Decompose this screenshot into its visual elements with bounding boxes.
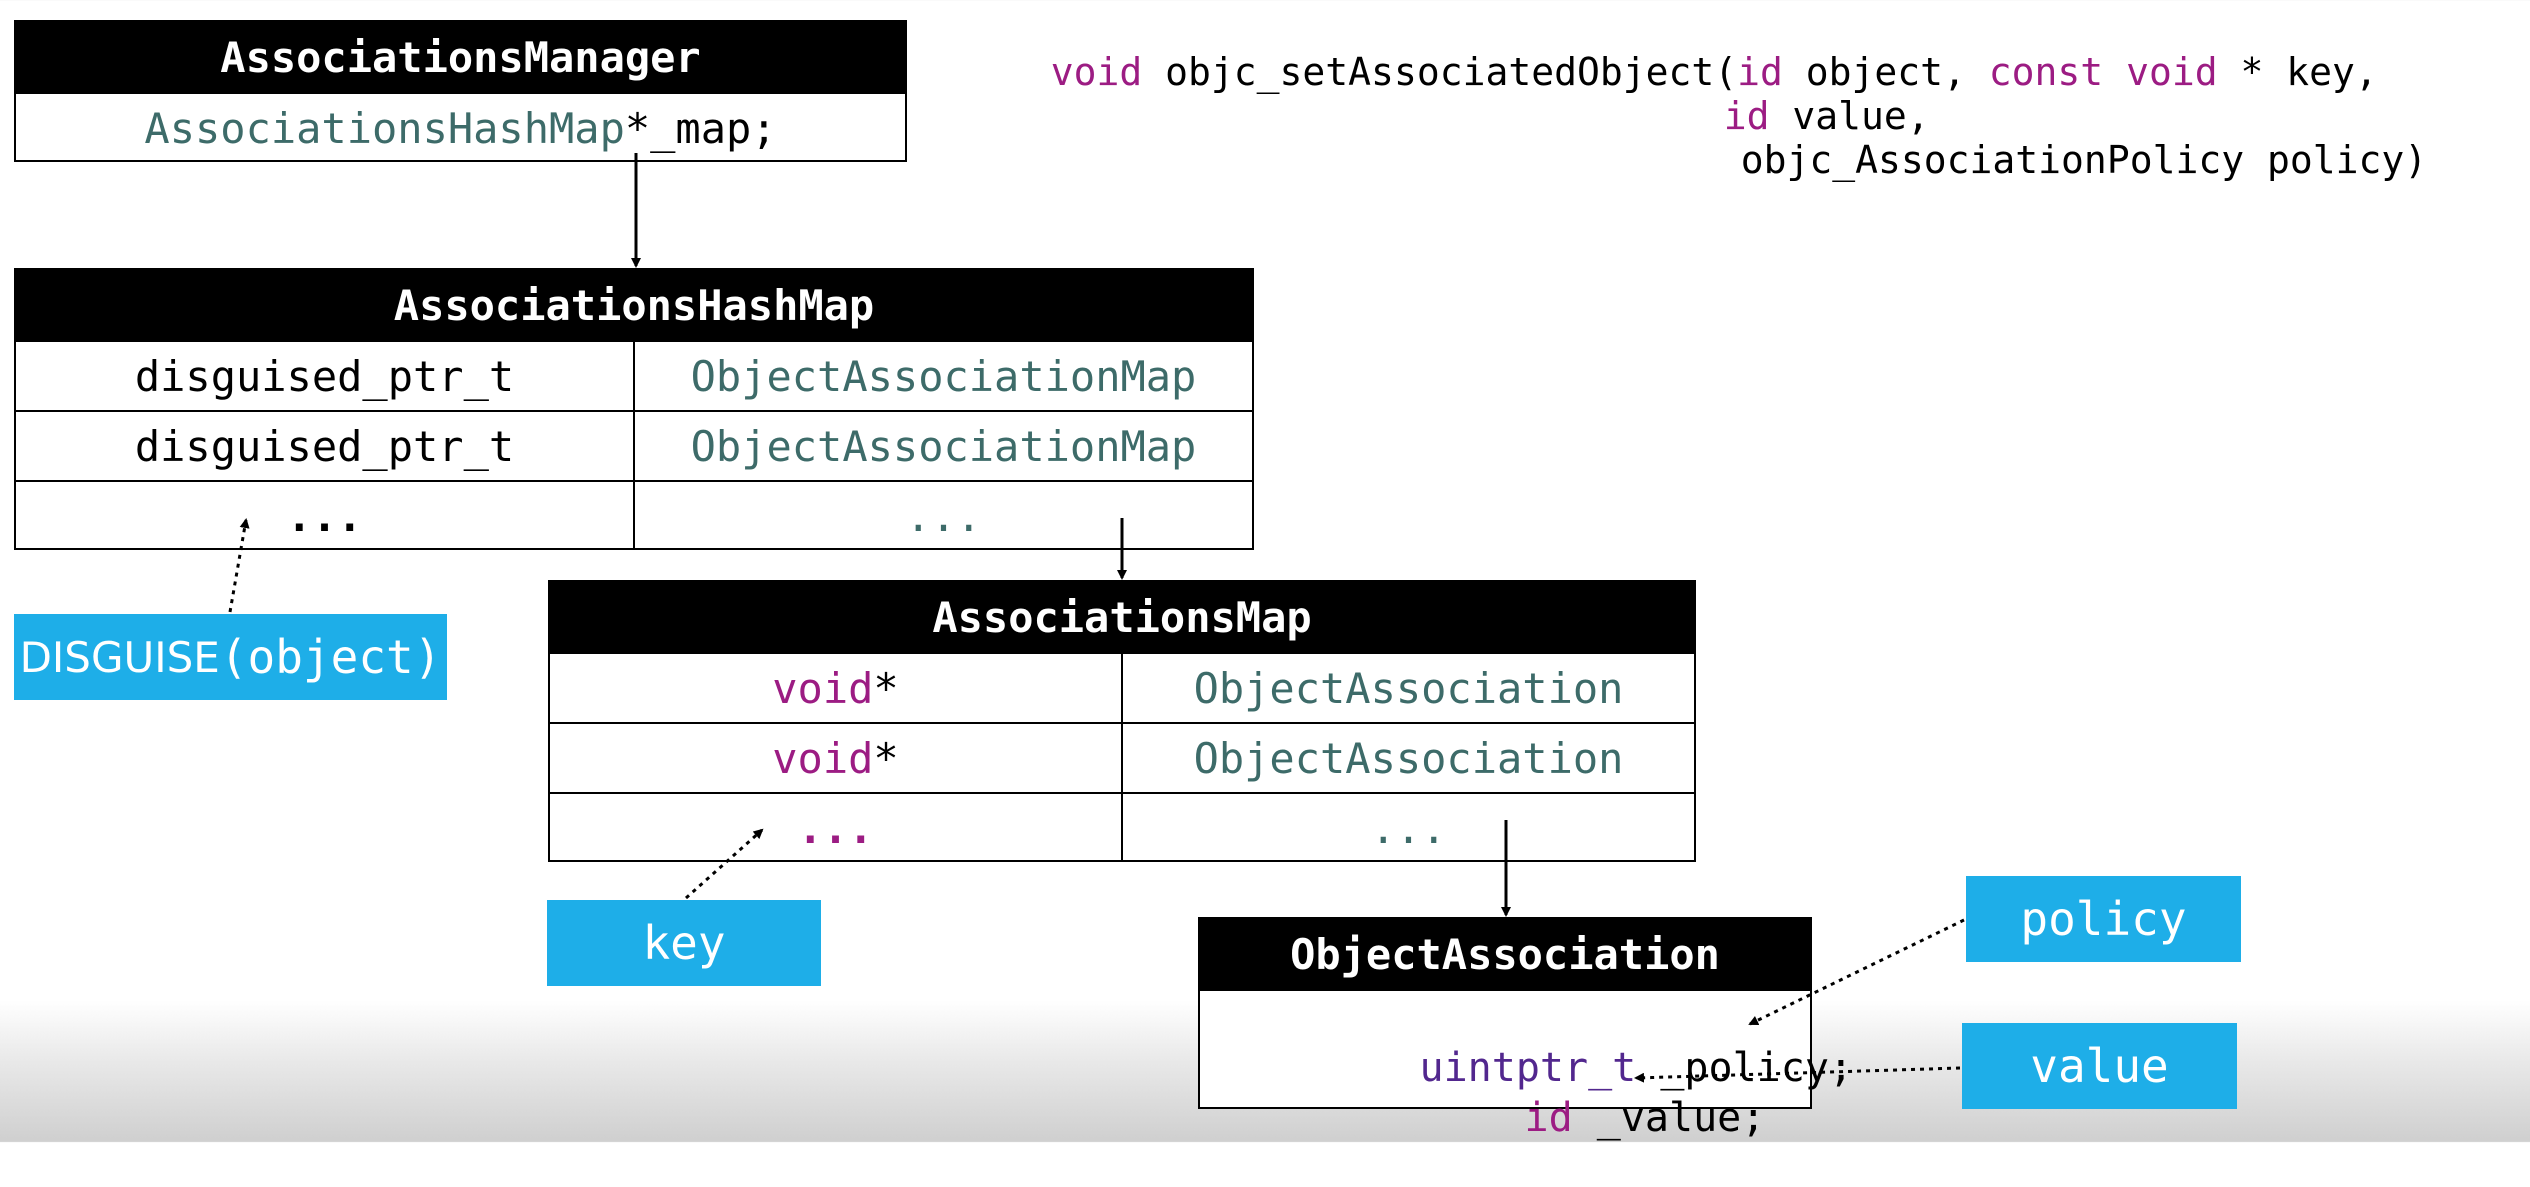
associations-manager-field: AssociationsHashMap *_map;: [16, 94, 905, 162]
policy-callout: policy: [1966, 876, 2241, 962]
policy-to-field-arrow: [1748, 918, 1965, 1026]
value-field: id _value;: [1380, 1049, 1766, 1187]
hashmap-key-ellipsis: ...: [286, 491, 363, 541]
associations-manager-title: AssociationsManager: [16, 22, 905, 92]
associations-manager-box: AssociationsManager AssociationsHashMap …: [14, 20, 907, 162]
table-row: ... ...: [16, 480, 1252, 550]
signature-void-keyword-2: void: [2126, 50, 2218, 94]
policy-label: policy: [2020, 892, 2187, 946]
void-keyword: void: [772, 663, 874, 713]
associations-map-title: AssociationsMap: [550, 582, 1694, 652]
associations-map-table: AssociationsMap void * ObjectAssociation…: [548, 580, 1696, 862]
hashmap-value-cell: ObjectAssociationMap: [633, 412, 1252, 480]
assocmap-value-cell: ObjectAssociation: [1121, 654, 1694, 722]
function-signature: void objc_setAssociatedObject(id object,…: [1005, 6, 2378, 94]
hashmap-value-cell: ObjectAssociationMap: [633, 342, 1252, 410]
void-keyword: void: [772, 733, 874, 783]
pointer-star: *: [873, 733, 899, 783]
connector-arrows: [228, 153, 1965, 1083]
assocmap-key-ellipsis: ...: [797, 803, 874, 853]
signature-void-keyword: void: [1050, 50, 1143, 94]
value-field-name: _value;: [1572, 1095, 1766, 1141]
signature-line-2: id value,: [1678, 50, 1930, 138]
value-to-field-arrow: [1634, 1066, 1961, 1083]
key-callout: key: [547, 900, 821, 986]
value-callout: value: [1962, 1023, 2237, 1109]
value-field-type: id: [1524, 1095, 1573, 1141]
signature-const-keyword: const: [1988, 50, 2104, 94]
policy-field-name: _policy;: [1636, 1045, 1853, 1091]
signature-object-param: object,: [1782, 50, 1989, 94]
policy-field-type: uintptr_t: [1419, 1045, 1637, 1091]
table-row: void * ObjectAssociation: [550, 652, 1694, 722]
table-row: disguised_ptr_t ObjectAssociationMap: [16, 410, 1252, 480]
value-label: value: [2030, 1039, 2169, 1093]
signature-id-keyword-2: id: [1723, 94, 1770, 138]
associations-manager-field-row: AssociationsHashMap *_map;: [16, 92, 905, 162]
key-to-assocmap-arrow: [684, 828, 764, 900]
table-row: ... ...: [550, 792, 1694, 862]
object-association-fields: uintptr_t _policy; id _value;: [1200, 989, 1853, 1141]
signature-value-param: value,: [1769, 94, 1930, 138]
policy-field: uintptr_t _policy;: [1275, 999, 1854, 1137]
hashmap-key-cell: disguised_ptr_t: [134, 421, 515, 471]
disguise-callout: DISGUISE(object): [14, 614, 447, 700]
key-label: key: [642, 916, 726, 970]
object-association-box: ObjectAssociation uintptr_t _policy; id …: [1198, 917, 1853, 1141]
table-row: disguised_ptr_t ObjectAssociationMap: [16, 340, 1252, 410]
signature-policy-param: objc_AssociationPolicy policy): [1740, 138, 2428, 182]
signature-function-name: objc_setAssociatedObject(: [1142, 50, 1738, 94]
assocmap-key-cell: void *: [550, 724, 1121, 792]
disguise-arg: (object): [219, 630, 442, 684]
table-row: void * ObjectAssociation: [550, 722, 1694, 792]
assocmap-value-ellipsis: ...: [1121, 794, 1694, 862]
assocmap-key-cell: void *: [550, 654, 1121, 722]
signature-line-3: objc_AssociationPolicy policy): [1695, 94, 2427, 182]
object-association-title: ObjectAssociation: [1200, 919, 1810, 989]
associations-hashmap-title: AssociationsHashMap: [16, 270, 1252, 340]
signature-key-param: * key,: [2217, 50, 2378, 94]
pointer-star: *: [873, 663, 899, 713]
field-name: *_map;: [624, 103, 777, 153]
signature-id-keyword: id: [1737, 50, 1783, 94]
disguise-word: DISGUISE: [19, 632, 220, 682]
disguise-to-key-arrow: [228, 518, 250, 613]
hashmap-key-cell: disguised_ptr_t: [134, 351, 515, 401]
associations-hashmap-table: AssociationsHashMap disguised_ptr_t Obje…: [14, 268, 1254, 550]
hashmap-value-ellipsis: ...: [633, 482, 1252, 550]
field-type: AssociationsHashMap: [144, 103, 625, 153]
assocmap-value-cell: ObjectAssociation: [1121, 724, 1694, 792]
